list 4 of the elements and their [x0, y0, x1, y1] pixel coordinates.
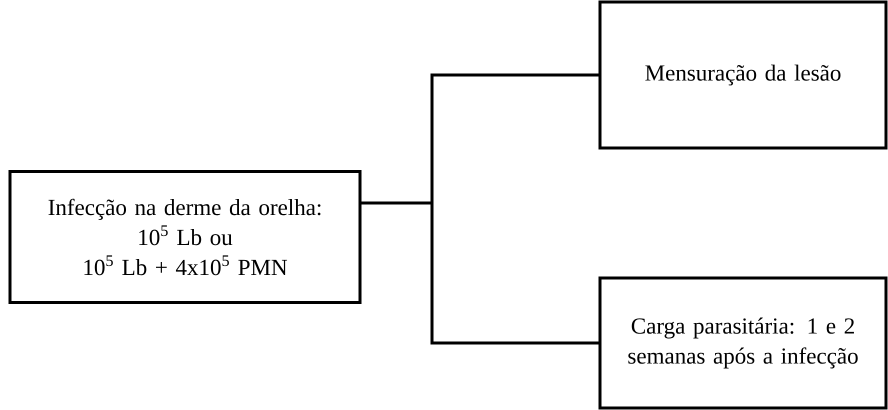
- text-box: Carga parasitária: 1 e 2 semanas após a infecção: [598, 276, 888, 410]
- connector-line: [362, 202, 598, 344]
- text-box: Infecção na derme da orelha: 10$^{5}$ Lb ou 10$^{5}$ Lb + 4x10$^{5}$ PMN: [8, 170, 362, 304]
- text-box: Mensuração da lesão: [598, 0, 888, 150]
